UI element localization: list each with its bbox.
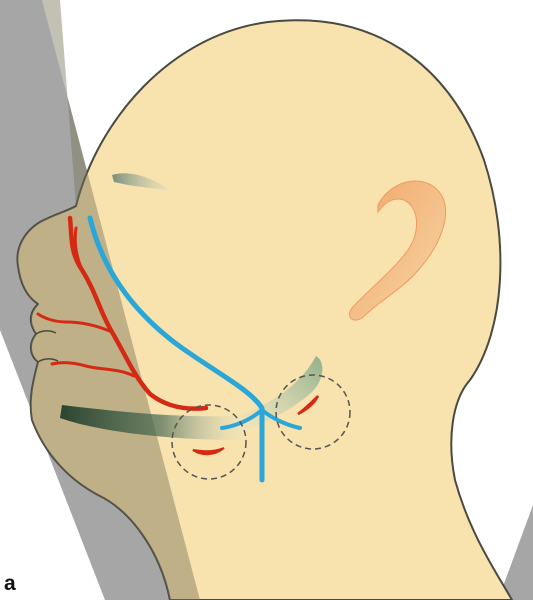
panel-label: a	[4, 572, 16, 596]
